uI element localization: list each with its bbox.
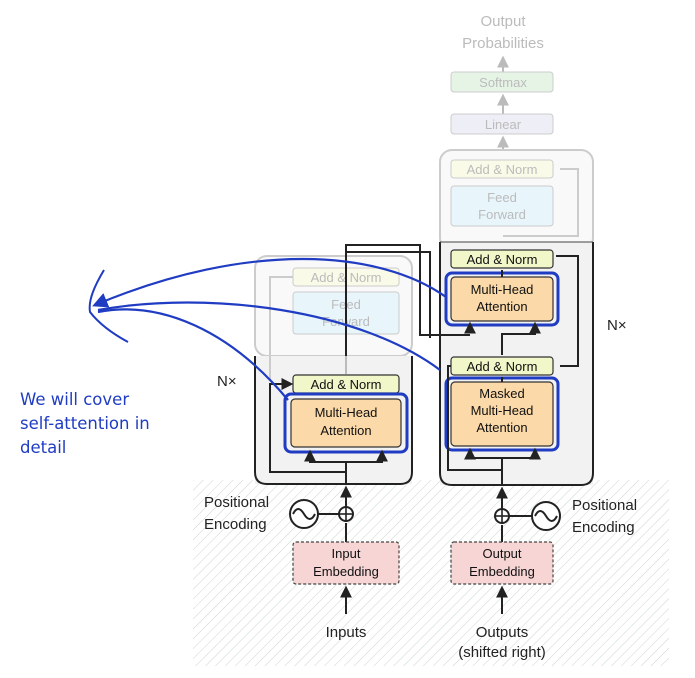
pos-enc-right-line1: Positional (572, 497, 637, 514)
encoder-nx: N× (217, 373, 237, 390)
annotation-arrow-middle (97, 301, 441, 371)
embedding-region (193, 480, 669, 666)
annotation-line1: We will cover (20, 390, 130, 409)
encoder-mha-line1: Multi-Head (315, 405, 378, 420)
outputs-label-line1: Outputs (476, 624, 529, 641)
decoder-add-norm-top-label: Add & Norm (467, 162, 538, 177)
output-embedding-line1: Output (482, 546, 521, 561)
encoder-mha-highlight (283, 392, 409, 454)
annotation-line2: self-attention in (20, 414, 150, 433)
inputs-label: Inputs (326, 624, 367, 641)
decoder-feed-forward (450, 185, 554, 227)
input-embedding-box (292, 541, 400, 585)
decoder-add-norm-mid (450, 249, 554, 269)
output-probabilities-line1: Output (480, 13, 526, 30)
output-embedding-box (450, 541, 554, 585)
output-probabilities-line2: Probabilities (462, 35, 544, 52)
decoder-nx: N× (607, 317, 627, 334)
annotation-line3: detail (20, 438, 67, 457)
output-embedding-line2: Embedding (469, 564, 535, 579)
decoder-add-norm-low-label: Add & Norm (467, 359, 538, 374)
decoder-ff-line1: Feed (487, 190, 517, 205)
linear-label: Linear (485, 117, 522, 132)
encoder-add-norm-low-label: Add & Norm (311, 377, 382, 392)
input-embedding-line1: Input (332, 546, 361, 561)
decoder-mha-line2: Attention (476, 299, 527, 314)
linear-box (450, 113, 554, 135)
decoder-add-norm-top (450, 159, 554, 179)
annotation-arrow-upper (92, 257, 447, 308)
annotation-note: We will cover self-attention in detail (20, 388, 150, 460)
decoder-add-norm-mid-label: Add & Norm (467, 252, 538, 267)
pos-enc-left-line2: Encoding (204, 516, 267, 533)
decoder-ff-line2: Forward (478, 207, 526, 222)
decoder-masked-line3: Attention (476, 420, 527, 435)
pos-enc-left-line1: Positional (204, 494, 269, 511)
pos-enc-right-line2: Encoding (572, 519, 635, 536)
encoder-multi-head-attention (290, 398, 402, 448)
encoder-mha-line2: Attention (320, 423, 371, 438)
softmax-label: Softmax (479, 75, 527, 90)
softmax-box (450, 71, 554, 93)
annotation-arrow-lower (97, 308, 289, 401)
decoder-mha-line1: Multi-Head (471, 282, 534, 297)
outputs-label-line2: (shifted right) (458, 644, 546, 661)
input-embedding-line2: Embedding (313, 564, 379, 579)
decoder-masked-line1: Masked (479, 386, 525, 401)
decoder-masked-line2: Multi-Head (471, 403, 534, 418)
